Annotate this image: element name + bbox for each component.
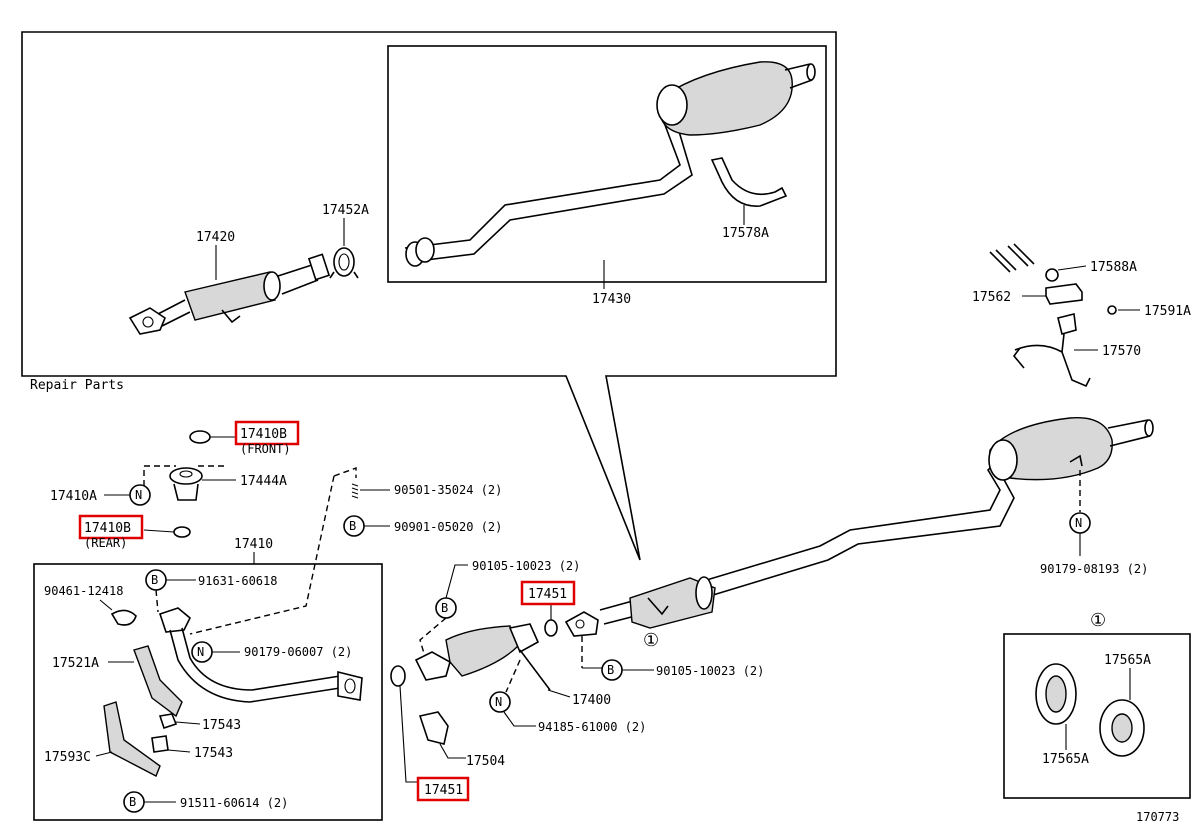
front-pipe-17420-drawing (128, 253, 331, 335)
highlight-17410b-front (234, 420, 300, 446)
label-94185: 94185-61000 (2) (538, 720, 646, 734)
svg-text:B: B (441, 601, 448, 615)
label-90461: 90461-12418 (44, 584, 123, 598)
label-90501: 90501-35024 (2) (394, 483, 502, 497)
label-17570: 17570 (1102, 344, 1141, 359)
figure-number: 170773 (1136, 810, 1179, 824)
highlight-17451-top (520, 580, 576, 606)
detail-1-box (1003, 633, 1191, 799)
bracket-17543b (151, 735, 169, 753)
bracket-17543a (158, 713, 178, 730)
label-91631: 91631-60618 (198, 574, 277, 588)
cushion-17562 (1045, 283, 1083, 305)
rear-muffler-drawing (404, 61, 816, 267)
label-90901: 90901-05020 (2) (394, 520, 502, 534)
ring-90461 (110, 609, 137, 626)
bolt-17591a (1107, 305, 1117, 315)
repair-parts-title: Repair Parts (30, 378, 124, 393)
converter-17400 (414, 623, 551, 691)
svg-text:B: B (151, 573, 158, 587)
flange-17444a (169, 467, 203, 501)
label-17420: 17420 (196, 230, 235, 245)
detail-marker-main: ① (643, 630, 659, 651)
svg-text:B: B (607, 663, 614, 677)
hanger-bolts-drawing (989, 243, 1035, 273)
label-17565a-top: 17565A (1104, 653, 1151, 668)
heat-insulator-17521a (133, 645, 183, 718)
repair-parts-frame (21, 31, 837, 561)
label-17410: 17410 (234, 537, 273, 552)
label-90179-06007: 90179-06007 (2) (244, 645, 352, 659)
label-17543a: 17543 (202, 718, 241, 733)
symbol-n-center (489, 691, 511, 713)
svg-text:N: N (495, 695, 502, 709)
support-cushion-17565a-left (1035, 663, 1077, 725)
label-17591a: 17591A (1144, 304, 1191, 319)
label-17410a: 17410A (50, 489, 97, 504)
label-17400: 17400 (572, 693, 611, 708)
gasket-17451-bottom (390, 665, 406, 687)
bracket-17504 (418, 711, 449, 745)
label-17444a: 17444A (240, 474, 287, 489)
gasket-17410b-front (189, 430, 211, 444)
highlight-17451-bottom (416, 776, 470, 802)
label-90179-08193: 90179-08193 (2) (1040, 562, 1148, 576)
clamp-17452a (329, 247, 359, 279)
gasket-17451-top (544, 619, 558, 637)
svg-text:N: N (135, 488, 142, 502)
label-90105-top: 90105-10023 (2) (472, 559, 580, 573)
front-pipe-box (33, 563, 383, 821)
bracket-17570 (1012, 313, 1091, 388)
hanger-bracket-17578a (710, 157, 788, 207)
highlight-17410b-rear (78, 514, 144, 540)
support-cushion-17565a-right (1099, 699, 1145, 757)
svg-text:B: B (129, 795, 136, 809)
label-17562: 17562 (972, 290, 1011, 305)
label-17543b: 17543 (194, 746, 233, 761)
label-17451-top: 17451 (528, 587, 567, 602)
note-rear: (REAR) (84, 536, 127, 550)
label-17504: 17504 (466, 754, 505, 769)
label-91511: 91511-60614 (2) (180, 796, 288, 810)
label-17521a: 17521A (52, 656, 99, 671)
main-exhaust-pipe-drawing (564, 416, 1154, 637)
label-17588a: 17588A (1090, 260, 1137, 275)
front-pipe-17410-drawing (158, 607, 363, 703)
label-17410b-front: 17410B (240, 427, 287, 442)
label-17451-bottom: 17451 (424, 783, 463, 798)
note-front: (FRONT) (240, 442, 291, 456)
svg-text:N: N (197, 645, 204, 659)
label-17565a-bottom: 17565A (1042, 752, 1089, 767)
label-17410b-rear: 17410B (84, 521, 131, 536)
svg-text:B: B (349, 519, 356, 533)
muffler-detail-box (387, 45, 827, 283)
label-17452a: 17452A (322, 203, 369, 218)
gasket-17410b-rear (173, 526, 191, 538)
label-17578a: 17578A (722, 226, 769, 241)
label-17593c: 17593C (44, 750, 91, 765)
spring-90501 (351, 483, 359, 499)
label-17430: 17430 (592, 292, 631, 307)
label-90105-right: 90105-10023 (2) (656, 664, 764, 678)
svg-text:N: N (1075, 516, 1082, 530)
nut-17588a (1045, 268, 1059, 282)
detail-marker-box: ① (1090, 610, 1106, 631)
